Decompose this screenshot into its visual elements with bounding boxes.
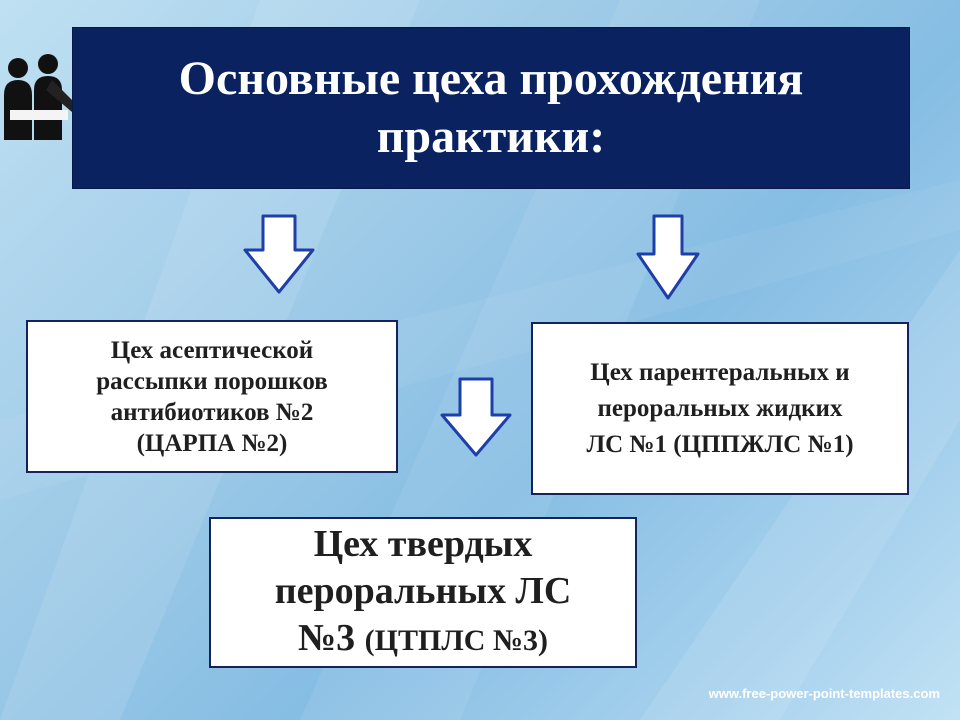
workshop-label-solid-abbr: (ЦТПЛС №3) [364, 624, 548, 657]
workshop-box-aseptic: Цех асептической рассыпки порошков антиб… [26, 320, 398, 473]
workshop-label-solid-main: Цех твердых пероральных ЛС №3 [274, 523, 572, 659]
down-arrow-icon-right [636, 214, 700, 300]
title-box: Основные цеха прохождения практики: [72, 27, 910, 189]
workshop-label-aseptic: Цех асептической рассыпки порошков антиб… [96, 336, 328, 457]
footer-url: www.free-power-point-templates.com [708, 686, 940, 701]
people-silhouette-icon [4, 54, 72, 140]
slide-title: Основные цеха прохождения практики: [178, 52, 804, 163]
down-arrow-icon-center [440, 377, 512, 457]
workshop-box-solid: Цех твердых пероральных ЛС №3 (ЦТПЛС №3) [209, 517, 637, 668]
workshop-label-parenteral: Цех парентеральных и пероральных жидких … [586, 358, 854, 458]
workshop-label-solid: Цех твердых пероральных ЛС №3 (ЦТПЛС №3) [275, 521, 572, 664]
workshop-box-parenteral: Цех парентеральных и пероральных жидких … [531, 322, 909, 495]
down-arrow-icon-left [243, 214, 315, 294]
